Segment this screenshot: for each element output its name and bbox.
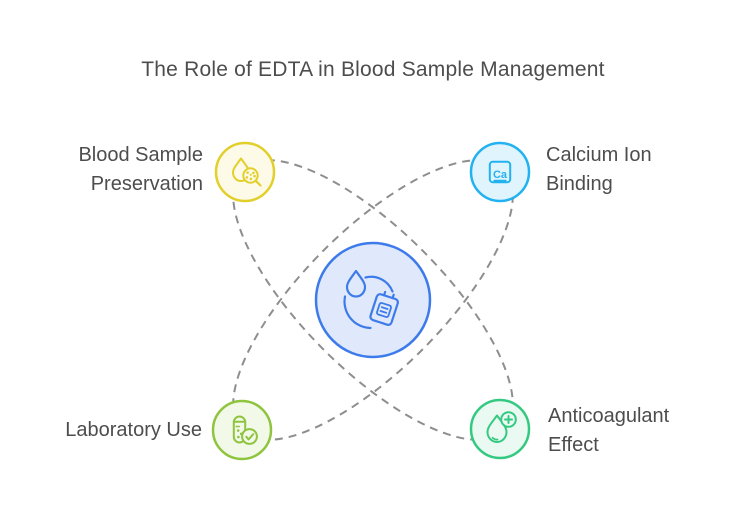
label-line: Blood Sample: [78, 144, 203, 166]
node-blood-sample-preservation: [214, 141, 276, 203]
label-line: Binding: [546, 173, 613, 195]
calcium-symbol-text: Ca: [493, 169, 508, 181]
label-line: Effect: [548, 434, 599, 456]
droplet-magnifier-cells-icon: [232, 157, 262, 187]
label-line: Laboratory Use: [65, 419, 202, 441]
label-anticoagulant-effect: Anticoagulant Effect: [548, 402, 669, 460]
label-line: Calcium Ion: [546, 144, 652, 166]
label-line: Preservation: [90, 173, 203, 195]
calcium-element-tile-icon: Ca: [488, 160, 512, 184]
node-calcium-ion-binding: Ca: [469, 141, 531, 203]
blood-drop-cycle-blood-bag-icon: [343, 269, 399, 330]
node-anticoagulant-effect: [469, 398, 531, 460]
node-circle-anticoagulant-effect: [469, 398, 531, 460]
center-node: [314, 241, 432, 359]
label-blood-sample-preservation: Blood Sample Preservation: [78, 141, 203, 199]
droplet-plus-icon: [486, 411, 517, 443]
diagram-title: The Role of EDTA in Blood Sample Managem…: [141, 58, 605, 81]
node-circle-calcium-ion-binding: [469, 141, 531, 203]
node-laboratory-use: [211, 399, 273, 461]
label-calcium-ion-binding: Calcium Ion Binding: [546, 141, 652, 199]
node-circle-laboratory-use: [211, 399, 273, 461]
test-tube-check-icon: [232, 415, 258, 445]
center-node-circle: [314, 241, 432, 359]
label-line: Anticoagulant: [548, 405, 670, 427]
label-laboratory-use: Laboratory Use: [65, 416, 202, 445]
